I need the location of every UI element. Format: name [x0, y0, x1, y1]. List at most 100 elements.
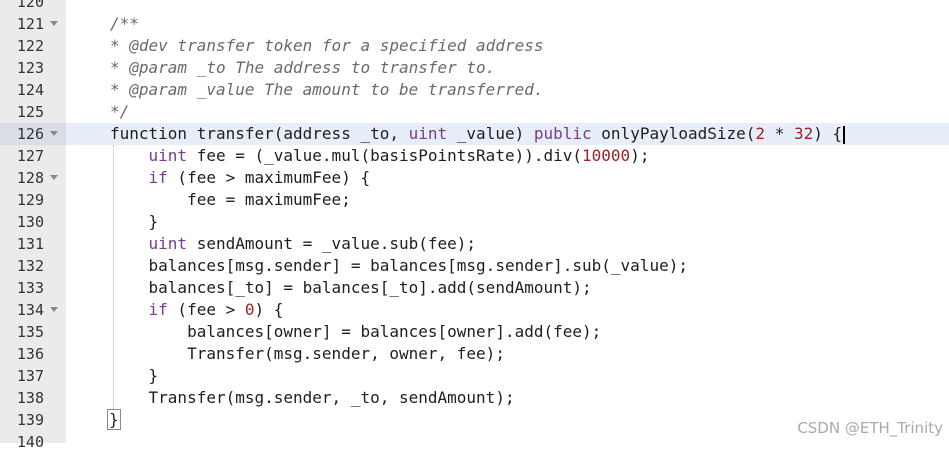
code-token: (fee >: [167, 300, 245, 319]
code-line[interactable]: 131 uint sendAmount = _value.sub(fee);: [0, 233, 949, 255]
line-number: 139: [16, 411, 44, 429]
code-text[interactable]: * @param _value The amount to be transfe…: [110, 80, 543, 100]
watermark: CSDN @ETH_Trinity: [797, 419, 943, 437]
line-number-cell: 120: [0, 0, 66, 13]
code-token: [110, 168, 149, 187]
code-text[interactable]: function transfer(address _to, uint _val…: [110, 124, 846, 144]
code-token: uint: [148, 146, 188, 165]
fold-arrow-icon[interactable]: [50, 131, 58, 136]
code-token: fee = (_value.mul(basisPointsRate)).div(: [187, 146, 583, 165]
line-number-cell: 131: [0, 233, 66, 255]
line-number-gutter: [0, 0, 66, 443]
code-text[interactable]: fee = maximumFee;: [110, 190, 351, 210]
code-token: (fee > maximumFee) {: [167, 168, 371, 187]
code-line[interactable]: 130 }: [0, 211, 949, 233]
fold-arrow-icon[interactable]: [50, 307, 58, 312]
code-line[interactable]: 135 balances[owner] = balances[owner].ad…: [0, 321, 949, 343]
line-number: 120: [16, 0, 44, 11]
line-number-cell: 126: [0, 123, 66, 145]
code-line[interactable]: 139}: [0, 409, 949, 431]
code-text[interactable]: if (fee > 0) {: [110, 300, 284, 320]
text-cursor: [843, 125, 846, 144]
code-token: }: [107, 409, 121, 430]
code-token: public: [533, 124, 592, 143]
code-token: uint: [148, 234, 188, 253]
code-text[interactable]: if (fee > maximumFee) {: [110, 168, 371, 188]
code-text[interactable]: Transfer(msg.sender, owner, fee);: [110, 344, 505, 364]
code-line[interactable]: 127 uint fee = (_value.mul(basisPointsRa…: [0, 145, 949, 167]
indent-guide: [113, 145, 114, 409]
line-number: 129: [16, 191, 44, 209]
code-token: 0: [244, 300, 255, 319]
code-line[interactable]: 125 */: [0, 101, 949, 123]
code-text[interactable]: uint fee = (_value.mul(basisPointsRate))…: [110, 146, 650, 166]
line-number-cell: 127: [0, 145, 66, 167]
code-text[interactable]: * @param _to The address to transfer to.: [110, 58, 495, 78]
line-number-cell: 133: [0, 277, 66, 299]
code-token: function transfer(address _to,: [110, 124, 409, 143]
line-number: 128: [16, 169, 44, 187]
line-number-cell: 135: [0, 321, 66, 343]
code-token: * @param _to The address to transfer to.: [110, 58, 496, 77]
code-token: */: [110, 102, 130, 121]
code-line[interactable]: 129 fee = maximumFee;: [0, 189, 949, 211]
line-number: 132: [16, 257, 44, 275]
line-number-cell: 125: [0, 101, 66, 123]
code-token: ) {: [813, 124, 843, 143]
code-token: balances[msg.sender] = balances[msg.send…: [110, 256, 688, 275]
code-line[interactable]: 132 balances[msg.sender] = balances[msg.…: [0, 255, 949, 277]
line-number-cell: 132: [0, 255, 66, 277]
line-number-cell: 137: [0, 365, 66, 387]
code-token: ) {: [254, 300, 284, 319]
code-text[interactable]: balances[msg.sender] = balances[msg.send…: [110, 256, 688, 276]
code-text[interactable]: }: [110, 212, 159, 232]
code-line[interactable]: 120: [0, 0, 949, 13]
line-number: 121: [16, 15, 44, 33]
code-token: if: [148, 300, 168, 319]
line-number-cell: 139: [0, 409, 66, 431]
code-line[interactable]: 123 * @param _to The address to transfer …: [0, 57, 949, 79]
code-line[interactable]: 126 function transfer(address _to, uint _…: [0, 123, 949, 145]
fold-arrow-icon[interactable]: [50, 175, 58, 180]
code-text[interactable]: }: [110, 366, 159, 386]
code-token: 32: [793, 124, 814, 143]
line-number: 123: [16, 59, 44, 77]
code-token: [110, 234, 149, 253]
code-text[interactable]: Transfer(msg.sender, _to, sendAmount);: [110, 388, 515, 408]
line-number-cell: 136: [0, 343, 66, 365]
fold-arrow-icon[interactable]: [50, 21, 58, 26]
line-number-cell: 121: [0, 13, 66, 35]
line-number-cell: 122: [0, 35, 66, 57]
line-number: 136: [16, 345, 44, 363]
code-line[interactable]: 138 Transfer(msg.sender, _to, sendAmount…: [0, 387, 949, 409]
code-text[interactable]: * @dev transfer token for a specified ad…: [110, 36, 543, 56]
code-line[interactable]: 136 Transfer(msg.sender, owner, fee);: [0, 343, 949, 365]
code-text[interactable]: /**: [110, 14, 139, 34]
code-line[interactable]: 137 }: [0, 365, 949, 387]
code-token: }: [110, 366, 159, 385]
line-number: 134: [16, 301, 44, 319]
code-line[interactable]: 134 if (fee > 0) {: [0, 299, 949, 321]
code-token: fee = maximumFee;: [110, 190, 351, 209]
code-text[interactable]: */: [110, 102, 129, 122]
line-number-cell: 134: [0, 299, 66, 321]
code-line[interactable]: 133 balances[_to] = balances[_to].add(se…: [0, 277, 949, 299]
code-line[interactable]: 121 /**: [0, 13, 949, 35]
code-line[interactable]: 122 * @dev transfer token for a specified…: [0, 35, 949, 57]
code-token: *: [765, 124, 794, 143]
code-token: /**: [110, 14, 139, 33]
code-text[interactable]: uint sendAmount = _value.sub(fee);: [110, 234, 477, 254]
line-number-cell: 123: [0, 57, 66, 79]
code-text[interactable]: balances[_to] = balances[_to].add(sendAm…: [110, 278, 592, 298]
line-number-cell: 129: [0, 189, 66, 211]
code-line[interactable]: 124 * @param _value The amount to be tran…: [0, 79, 949, 101]
code-token: * @param _value The amount to be transfe…: [110, 80, 544, 99]
line-number: 124: [16, 81, 44, 99]
line-number-cell: 138: [0, 387, 66, 409]
code-text[interactable]: balances[owner] = balances[owner].add(fe…: [110, 322, 601, 342]
code-token: [110, 300, 149, 319]
code-text[interactable]: }: [107, 409, 121, 430]
code-line[interactable]: 128 if (fee > maximumFee) {: [0, 167, 949, 189]
code-token: );: [630, 146, 650, 165]
